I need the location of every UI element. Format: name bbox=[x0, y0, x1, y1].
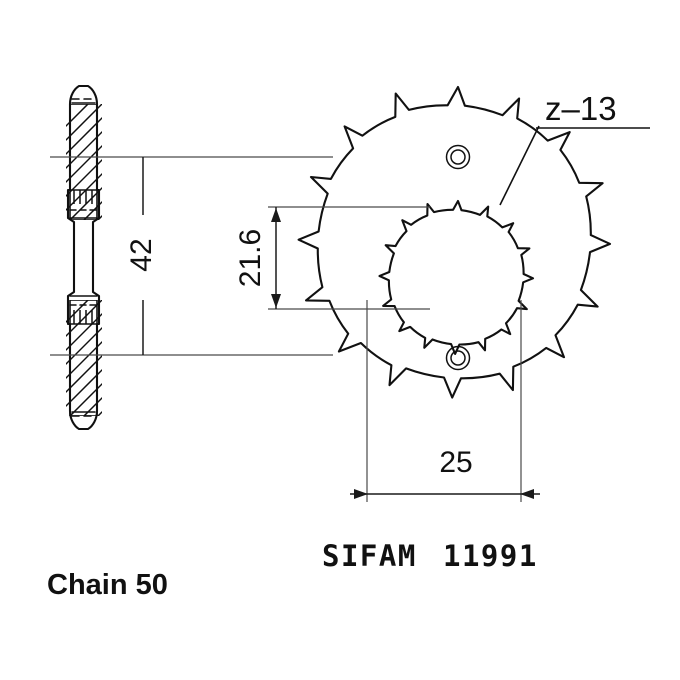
dim-arrow-216-bottom bbox=[271, 294, 281, 308]
dim-arrow-25-right bbox=[520, 489, 534, 499]
side-view-spline-marks bbox=[69, 189, 98, 325]
dim-arrow-25-left bbox=[354, 489, 368, 499]
lightening-hole-top bbox=[445, 144, 471, 170]
leader-line-tooth-count bbox=[499, 125, 540, 206]
label-tooth-count: z–13 bbox=[545, 90, 617, 127]
part-number-label: 11991 bbox=[443, 539, 538, 573]
dimension-value-216: 21.6 bbox=[234, 229, 267, 287]
spline-bore-outline bbox=[378, 199, 535, 355]
lightening-hole-bottom bbox=[445, 345, 471, 371]
part-manufacturer-label: SIFAM bbox=[322, 539, 417, 573]
chain-type-label: Chain 50 bbox=[47, 569, 168, 601]
side-section-view: 42 bbox=[50, 84, 333, 431]
dimension-value-25: 25 bbox=[439, 446, 472, 479]
front-view: z–13 21.6 25 bbox=[234, 85, 650, 502]
side-view-hatching-lower bbox=[66, 300, 102, 416]
dimension-value-42: 42 bbox=[125, 238, 158, 271]
side-view-hatching-upper bbox=[66, 104, 102, 220]
dim-arrow-216-top bbox=[271, 208, 281, 222]
